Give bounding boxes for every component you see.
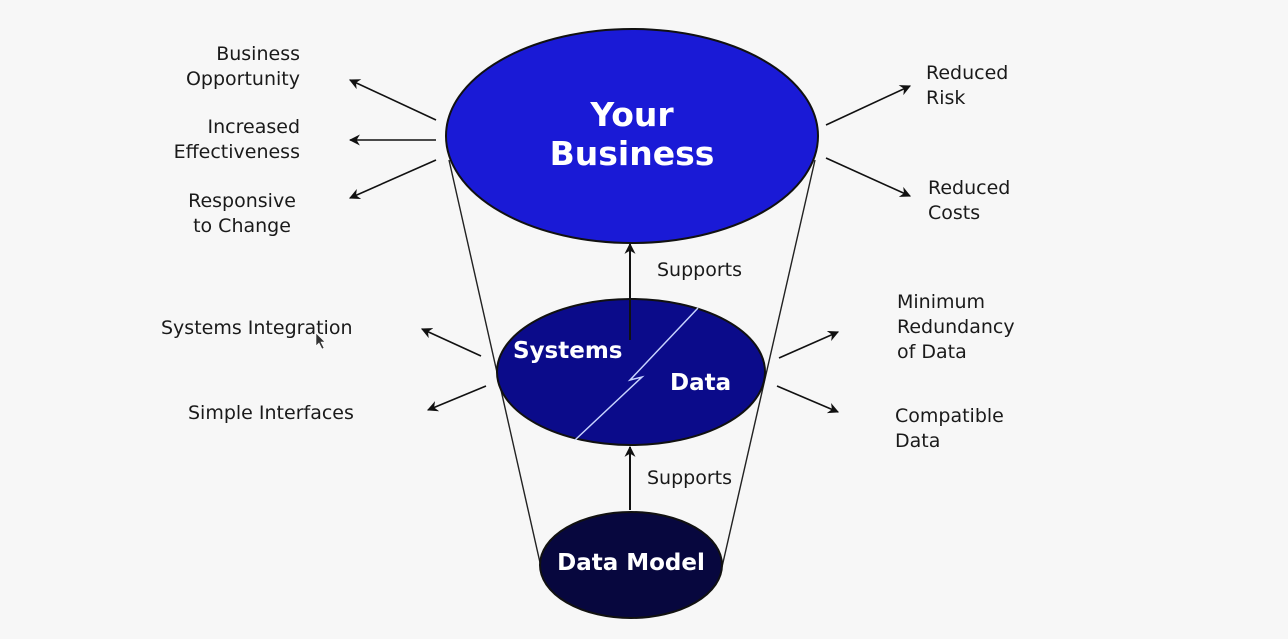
systems-label: Systems — [513, 338, 623, 364]
arrow-business-opportunity — [349, 79, 437, 121]
arrow-compatible-data — [776, 385, 840, 414]
label-minimum-redundancy: Minimum Redundancy of Data — [897, 291, 1015, 363]
data-model-ellipse — [539, 511, 723, 619]
arrow-responsive-to-change — [348, 159, 437, 200]
label-systems-integration: Systems Integration — [161, 317, 353, 339]
funnel-line-right — [721, 159, 816, 568]
label-responsive-to-change: Responsive to Change — [188, 190, 296, 237]
arrow-systems-integration — [420, 328, 482, 357]
arrow-reduced-risk — [825, 85, 911, 126]
arrow-reduced-costs — [825, 157, 912, 197]
supports-label-lower: Supports — [647, 467, 733, 489]
mouse-cursor-icon — [315, 332, 326, 350]
data-label: Data — [670, 370, 732, 396]
data-model-label: Data Model — [557, 550, 705, 576]
funnel-line-left — [448, 159, 542, 568]
label-reduced-costs: Reduced Costs — [928, 177, 1011, 224]
business-label: Your Business — [549, 95, 715, 173]
label-reduced-risk: Reduced Risk — [926, 62, 1009, 109]
systems-data-divider — [574, 307, 699, 441]
label-increased-effectiveness: Increased Effectiveness — [173, 116, 300, 163]
arrow-simple-interfaces — [426, 385, 487, 412]
supports-label-upper: Supports — [657, 259, 743, 281]
label-compatible-data: Compatible Data — [895, 405, 1004, 452]
arrow-minimum-redundancy — [778, 330, 840, 359]
label-simple-interfaces: Simple Interfaces — [188, 402, 354, 424]
label-business-opportunity: Business Opportunity — [185, 43, 300, 90]
